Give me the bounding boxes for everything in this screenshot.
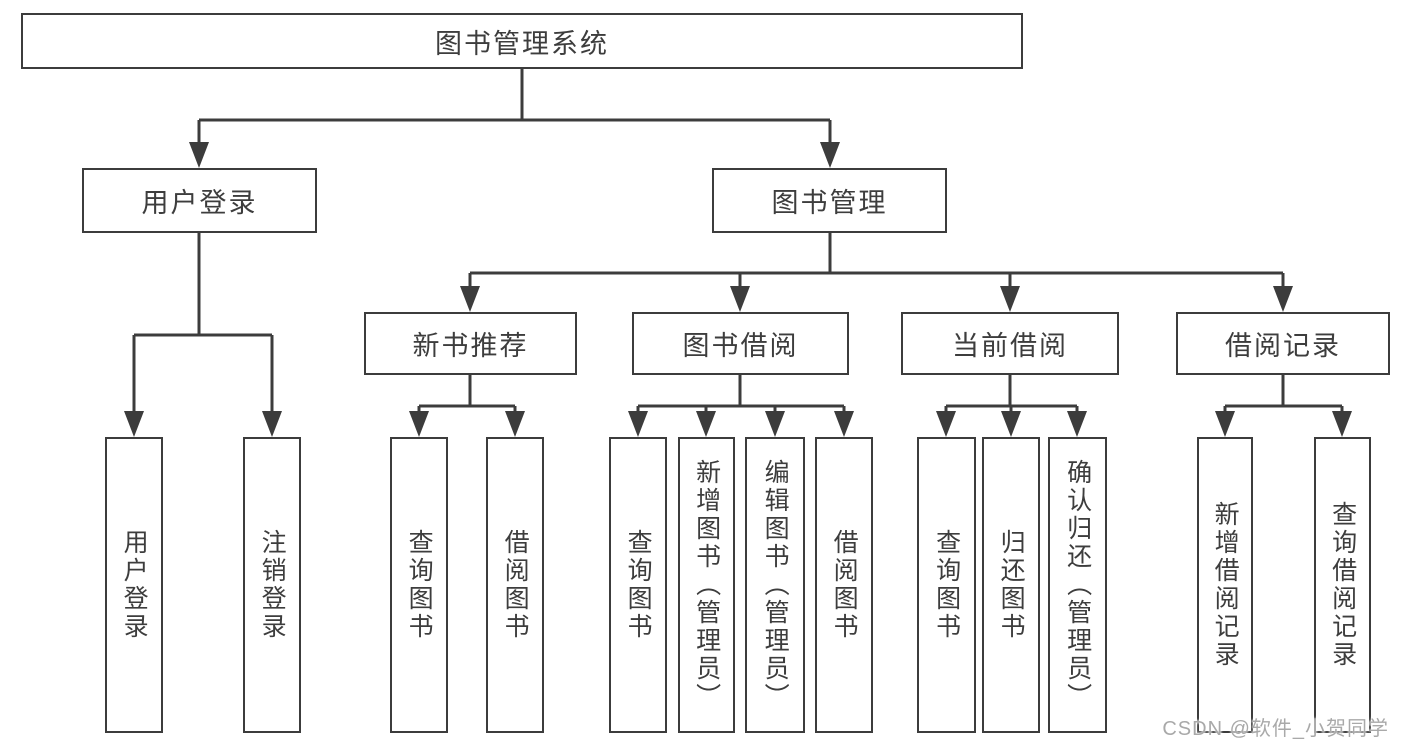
leaf-add-borrow-record: 新增借阅记录	[1197, 437, 1253, 733]
leaf-confirm-return-admin: 确认归还（管理员）	[1048, 437, 1107, 733]
leaf-borrow-books: 借阅图书	[815, 437, 873, 733]
leaf-query-books-recommend: 查询图书	[390, 437, 448, 733]
leaf-query-borrow-record: 查询借阅记录	[1314, 437, 1371, 733]
node-borrow-records: 借阅记录	[1176, 312, 1390, 375]
watermark: CSDN @软件_小贺同学	[1162, 718, 1389, 740]
node-root: 图书管理系统	[21, 13, 1023, 69]
node-new-book-recommend: 新书推荐	[364, 312, 577, 375]
leaf-user-login: 用户登录	[105, 437, 163, 733]
leaf-query-books-current: 查询图书	[917, 437, 976, 733]
leaf-logout: 注销登录	[243, 437, 301, 733]
leaf-query-books-borrow: 查询图书	[609, 437, 667, 733]
node-current-borrow: 当前借阅	[901, 312, 1119, 375]
leaf-add-book-admin: 新增图书（管理员）	[678, 437, 735, 733]
leaf-borrow-books-recommend: 借阅图书	[486, 437, 544, 733]
leaf-return-book: 归还图书	[982, 437, 1040, 733]
leaf-edit-book-admin: 编辑图书（管理员）	[745, 437, 805, 733]
node-book-management: 图书管理	[712, 168, 947, 233]
node-user-login: 用户登录	[82, 168, 317, 233]
node-book-borrow: 图书借阅	[632, 312, 849, 375]
